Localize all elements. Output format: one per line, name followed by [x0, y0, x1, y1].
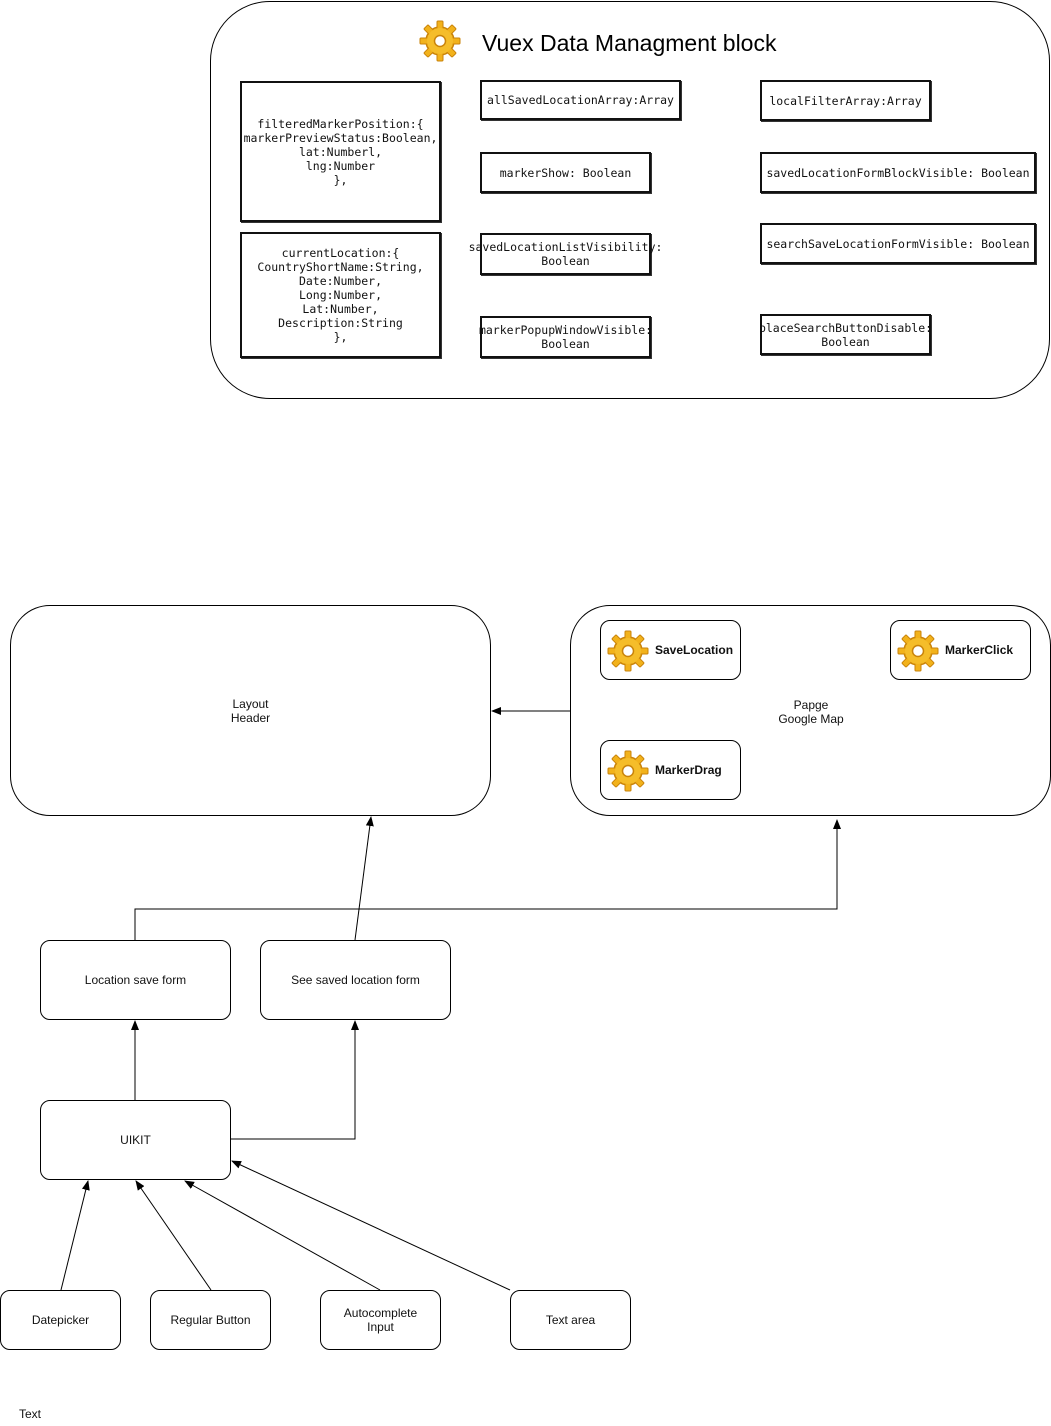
state-search-save-location-form-visible: searchSaveLocationFormVisible: Boolean	[760, 223, 1036, 264]
see-saved-location-form-node: See saved location form	[260, 940, 451, 1020]
gear-icon	[607, 630, 649, 672]
state-saved-location-list-visibility: savedLocationListVisibility: Boolean	[469, 233, 662, 275]
state-all-saved-location-array: allSavedLocationArray:Array	[480, 80, 681, 120]
location-save-form-node: Location save form	[40, 940, 231, 1020]
state-current-location: currentLocation:{ CountryShortName:Strin…	[240, 232, 441, 358]
datepicker-node: Datepicker	[0, 1290, 121, 1350]
stray-text-label: Text	[18, 1407, 41, 1421]
arrow-datepicker-to-uikit	[60, 1180, 90, 1291]
gear-icon	[607, 750, 649, 792]
uikit-node: UIKIT	[40, 1100, 231, 1180]
state-marker-popup-window-visible: markerPopupWindowVisible: Boolean	[479, 316, 652, 358]
gear-icon	[897, 630, 939, 672]
arrow-button-to-uikit	[135, 1180, 212, 1291]
action-save-location: SaveLocation	[600, 620, 741, 680]
regular-button-node: Regular Button	[150, 1290, 271, 1350]
gear-icon	[419, 20, 461, 62]
state-place-search-button-disable: placeSearchButtonDisable: Boolean	[759, 314, 932, 355]
state-saved-location-form-block-visible: savedLocationFormBlockVisible: Boolean	[760, 152, 1036, 193]
text-area-node: Text area	[510, 1290, 631, 1350]
layout-header-block: Layout Header	[10, 605, 491, 816]
arrow-autocomplete-to-uikit	[184, 1180, 381, 1291]
action-save-location-label: SaveLocation	[655, 643, 734, 657]
state-marker-show: markerShow: Boolean	[480, 152, 651, 193]
arrow-uikit-to-see-saved	[230, 1020, 359, 1140]
arrow-see-saved-to-layout	[354, 816, 374, 941]
page-google-map-label: Papge Google Map	[778, 698, 844, 726]
state-filtered-marker-position: filteredMarkerPosition:{ markerPreviewSt…	[240, 81, 441, 222]
arrow-textarea-to-uikit	[231, 1160, 511, 1291]
arrow-save-form-to-page	[134, 819, 841, 940]
action-marker-click-label: MarkerClick	[945, 643, 1014, 657]
state-local-filter-array: localFilterArray:Array	[760, 80, 931, 121]
action-marker-drag: MarkerDrag	[600, 740, 741, 800]
vuex-title: Vuex Data Managment block	[482, 30, 777, 56]
action-marker-click: MarkerClick	[890, 620, 1031, 680]
autocomplete-input-node: Autocomplete Input	[320, 1290, 441, 1350]
action-marker-drag-label: MarkerDrag	[655, 763, 722, 777]
